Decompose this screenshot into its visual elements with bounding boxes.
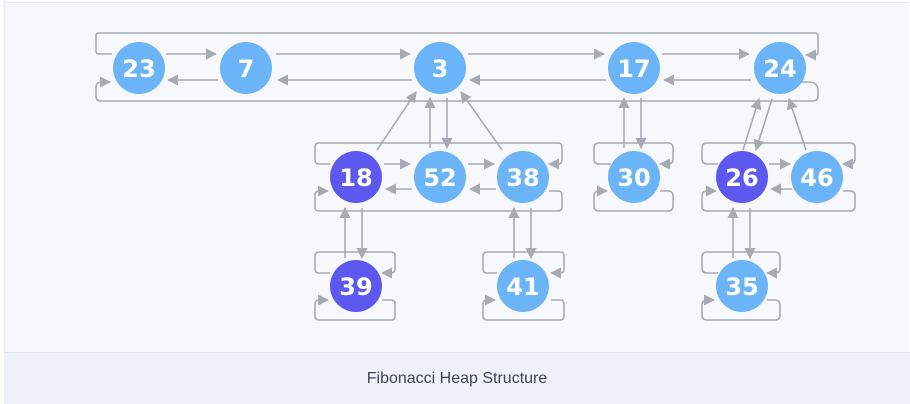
node-24: 24 <box>754 42 806 94</box>
node-24-label: 24 <box>763 55 796 83</box>
caption-bar: Fibonacci Heap Structure <box>4 352 910 404</box>
child-list-26-bottom-loop <box>701 294 781 321</box>
edge-38-parent-3 <box>460 91 503 151</box>
edge-26-parent-24 <box>742 97 762 151</box>
node-41: 41 <box>497 260 549 312</box>
node-38-label: 38 <box>506 164 539 192</box>
node-3: 3 <box>414 42 466 94</box>
child-list-18-bottom-loop <box>314 294 396 321</box>
node-30-label: 30 <box>617 164 650 192</box>
node-23: 23 <box>113 42 165 94</box>
node-52: 52 <box>414 151 466 203</box>
node-26: 26 <box>716 151 768 203</box>
root-list-top-loop <box>95 32 819 61</box>
node-39: 39 <box>330 260 382 312</box>
child-list-38-bottom-loop <box>482 294 565 321</box>
node-38: 38 <box>497 151 549 203</box>
child-list-26-top-loop <box>701 251 781 279</box>
child-list-3-bottom-loop <box>314 185 563 212</box>
node-30: 30 <box>608 151 660 203</box>
child-list-17-top-loop <box>593 142 674 170</box>
child-list-17-bottom-loop <box>593 185 674 212</box>
node-18-label: 18 <box>339 164 372 192</box>
node-18: 18 <box>330 151 382 203</box>
edge-46-parent-24 <box>786 97 807 151</box>
edge-18-parent-3 <box>376 91 417 151</box>
node-52-label: 52 <box>423 164 456 192</box>
figure-caption: Fibonacci Heap Structure <box>366 370 548 387</box>
root-list-bottom-loop <box>95 76 819 102</box>
node-46: 46 <box>791 151 843 203</box>
child-list-18-top-loop <box>314 251 396 279</box>
node-7-label: 7 <box>238 55 255 83</box>
child-list-3-top-loop <box>314 142 563 170</box>
node-46-label: 46 <box>800 164 833 192</box>
node-7: 7 <box>220 42 272 94</box>
fibonacci-heap-diagram: 23 7 3 17 24 18 52 38 30 26 46 39 41 35 <box>95 32 856 321</box>
node-35-label: 35 <box>725 273 758 301</box>
child-list-38-top-loop <box>482 251 565 279</box>
edge-24-child-26 <box>753 98 773 152</box>
node-39-label: 39 <box>339 273 372 301</box>
node-17-label: 17 <box>617 55 650 83</box>
child-list-24-bottom-loop <box>701 185 856 212</box>
node-35: 35 <box>716 260 768 312</box>
node-3-label: 3 <box>432 55 449 83</box>
node-41-label: 41 <box>506 273 539 301</box>
node-26-label: 26 <box>725 164 758 192</box>
node-17: 17 <box>608 42 660 94</box>
node-23-label: 23 <box>122 55 155 83</box>
child-list-24-top-loop <box>701 142 856 170</box>
